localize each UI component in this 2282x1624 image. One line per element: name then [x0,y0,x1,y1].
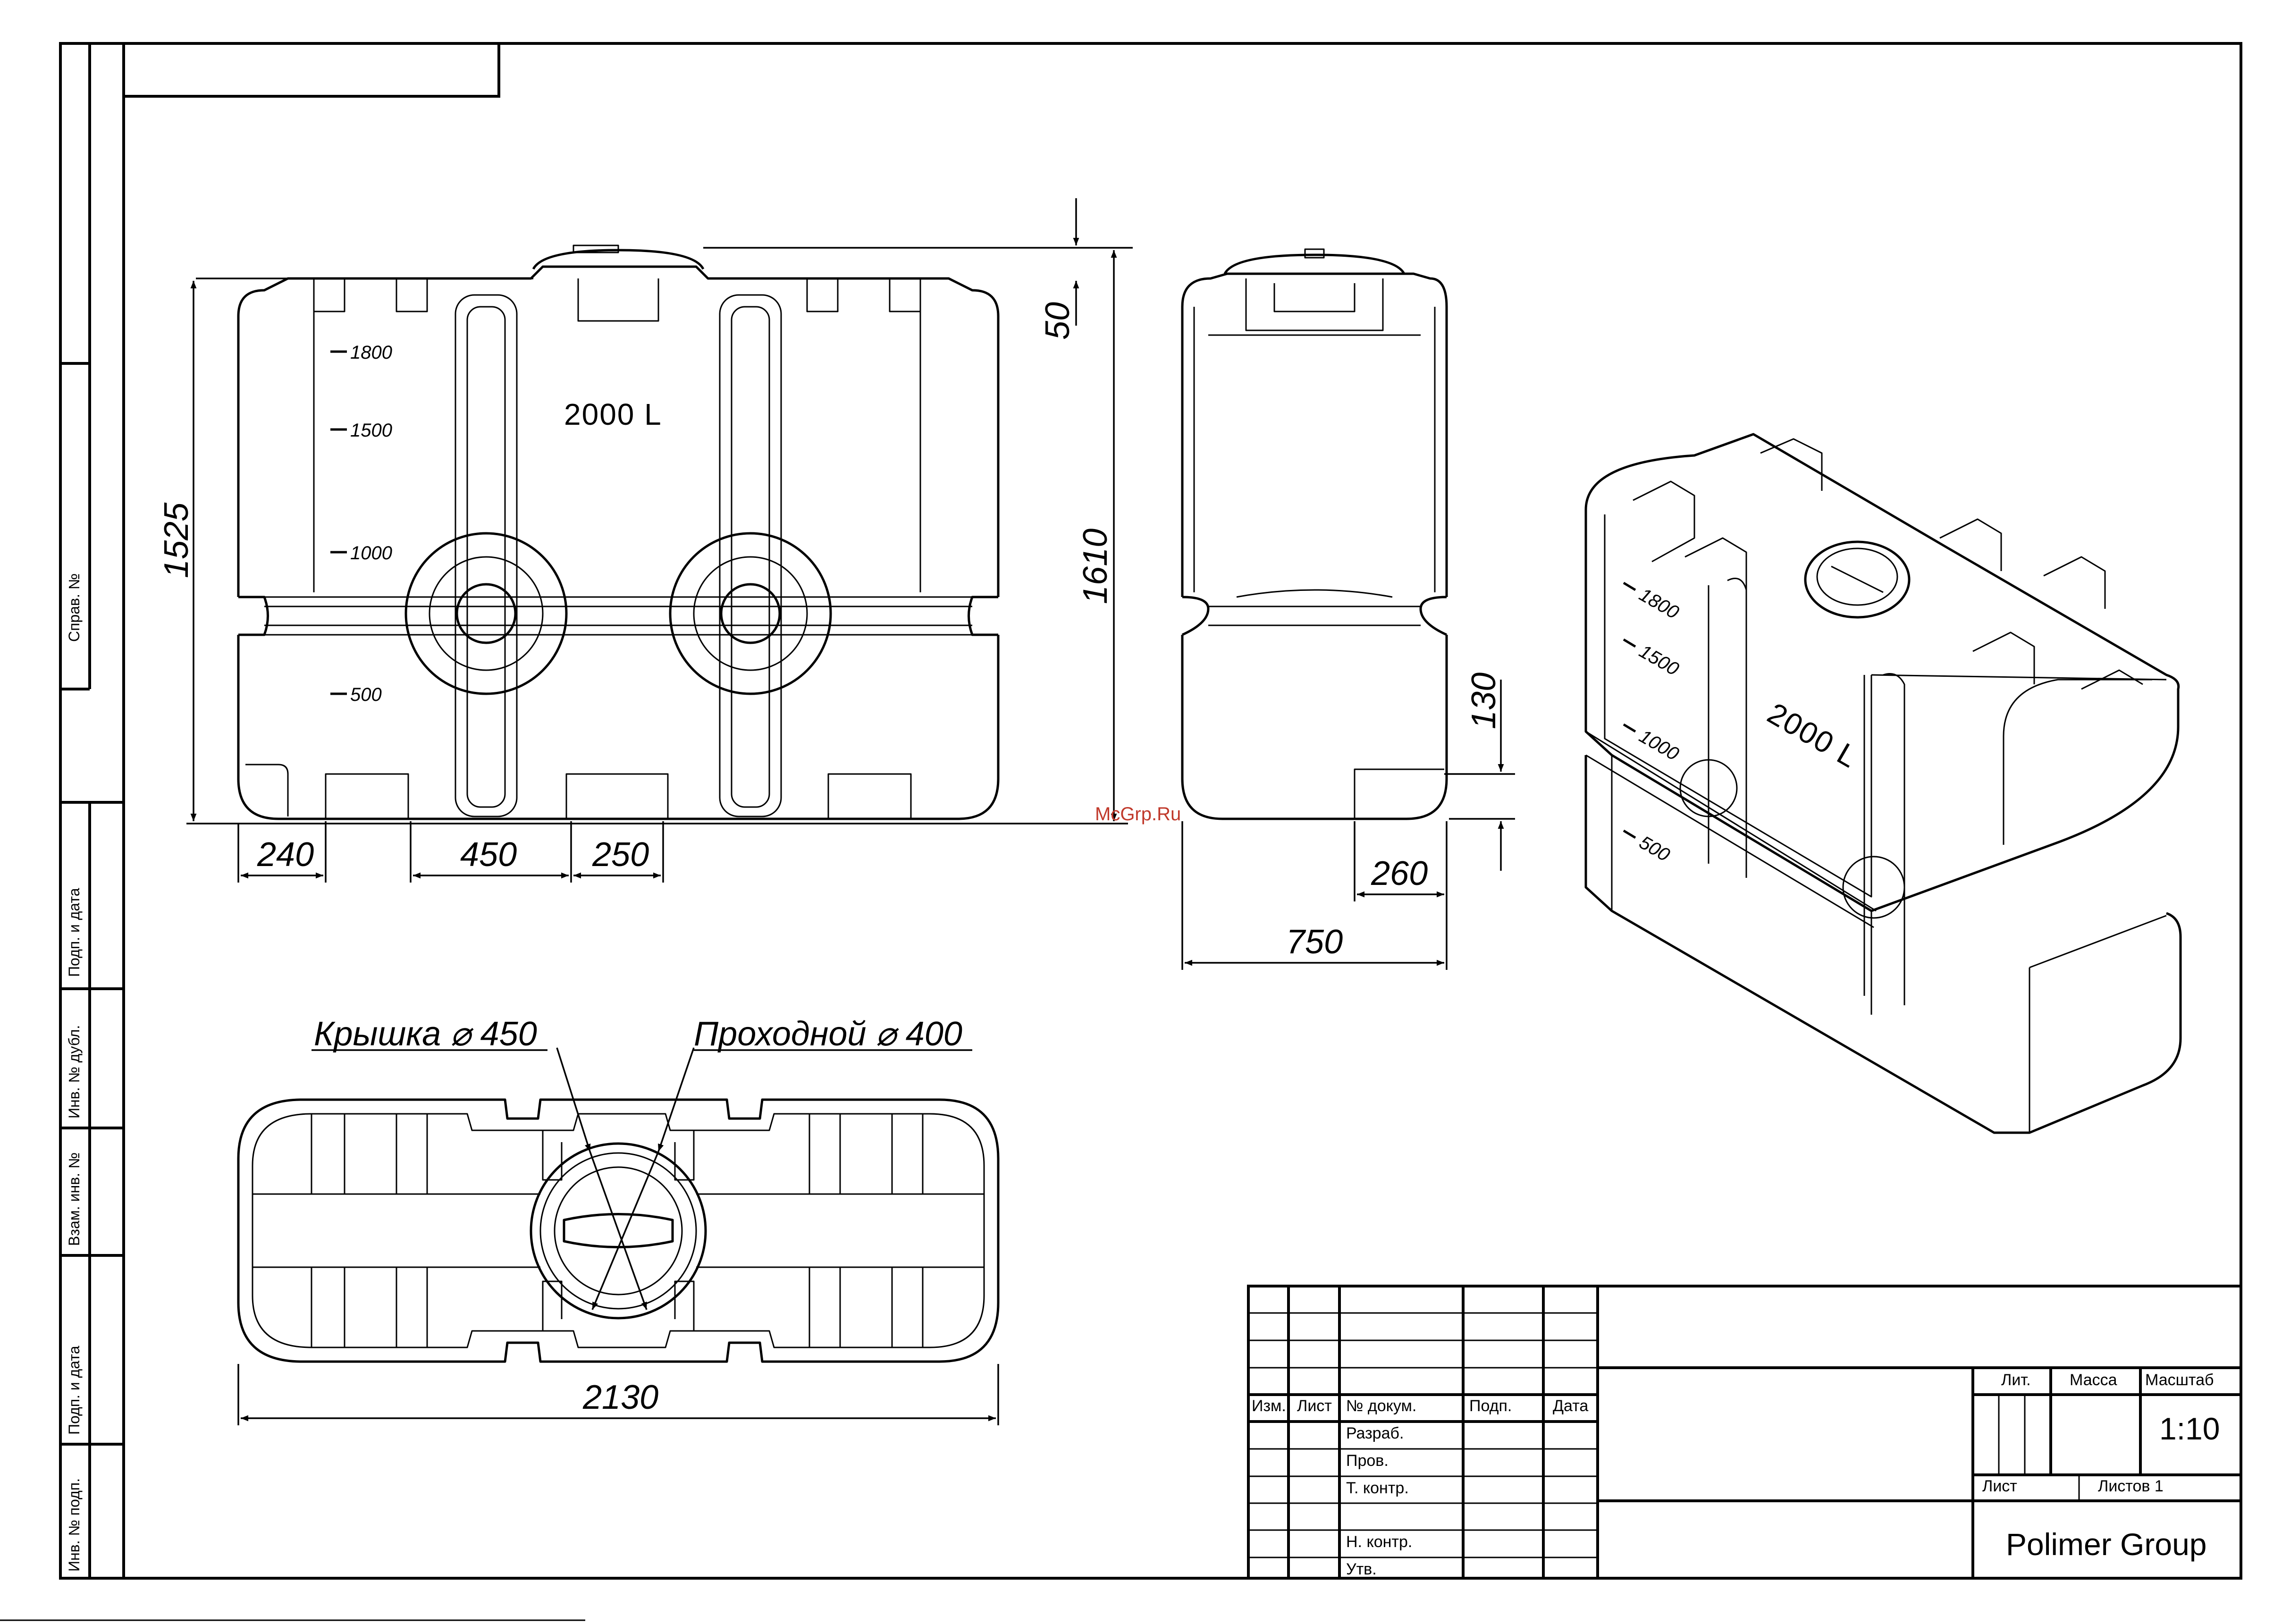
tb-company: Polimer Group [2006,1527,2207,1562]
tb-sheet-label: Лист [1982,1477,2017,1495]
side-label-podp-1: Подп. и дата [66,888,83,977]
side-label-vzam: Взам. инв. № [66,1153,83,1246]
side-label-inv-podp: Инв. № подп. [66,1478,83,1572]
dim-depth-750: 750 [1286,923,1343,961]
side-view-dimensions: 130 260 750 [1181,673,1515,970]
scale-mark-1500: 1500 [350,420,392,441]
callout-opening: Проходной ⌀ 400 [694,1015,962,1053]
front-volume-scale: 1800 1500 1000 500 [330,342,392,705]
tb-row-tkontr: Т. контр. [1346,1479,1409,1497]
tb-col-data: Дата [1553,1397,1588,1415]
callout-lid: Крышка ⌀ 450 [314,1015,537,1053]
iso-lid [1804,540,1911,619]
iso-scale-mark-1800: 1800 [1636,584,1683,623]
tb-row-prov: Пров. [1346,1452,1389,1470]
title-block: Изм. Лист № докум. Подп. Дата Разраб. Пр… [1247,1285,2242,1580]
side-label-sprav: Справ. № [66,573,83,642]
side-view [1181,248,1448,820]
isometric-view: 1800 1500 1000 500 2000 L [1584,433,2182,1134]
tb-lit-label: Лит. [2001,1371,2031,1389]
volume-label-front: 2000 L [564,397,662,431]
front-bosses [404,532,832,695]
iso-scale-mark-500: 500 [1636,832,1674,866]
tb-row-razrab: Разраб. [1346,1424,1404,1442]
drawing-frame [59,42,2242,1580]
dim-offset-240: 240 [257,836,314,874]
iso-top-notches [1633,438,2143,690]
iso-lower-body [1584,755,2182,1134]
iso-scale-mark-1500: 1500 [1636,641,1683,680]
front-vertical-ribs [455,294,782,817]
volume-label-iso: 2000 L [1762,696,1864,774]
top-rib-pockets [253,1114,984,1347]
tb-row-nkontr: Н. контр. [1346,1533,1412,1551]
scale-mark-1800: 1800 [350,342,392,363]
tb-col-dokum: № докум. [1346,1397,1416,1415]
front-view-dimensions: 1525 1610 50 240 450 250 [158,198,1133,883]
tb-mass-label: Масса [2070,1371,2117,1389]
side-label-inv-dubl: Инв. № дубл. [66,1025,83,1119]
front-lower-body [237,635,1000,820]
top-lid-outer [530,1142,707,1320]
watermark: McGrp.Ru [1095,804,1181,825]
side-lower-body [1181,635,1448,820]
dim-length-2130: 2130 [582,1379,658,1416]
dim-rib-450: 450 [460,836,517,874]
tb-col-izm: Изм. [1252,1397,1286,1415]
dim-leg-130: 130 [1465,673,1503,729]
top-view: Крышка ⌀ 450 Проходной ⌀ 400 2130 [237,1015,1000,1425]
tb-scale-value: 1:10 [2159,1411,2220,1446]
tb-sheets-label: Листов 1 [2098,1477,2164,1495]
iso-scale-mark-1000: 1000 [1636,726,1683,765]
tb-col-podp: Подп. [1469,1397,1512,1415]
dim-lid-50: 50 [1039,302,1077,340]
tb-row-utv: Утв. [1346,1560,1377,1578]
front-upper-body [237,265,1000,597]
dim-leg-260: 260 [1371,855,1428,892]
top-body-outline [237,1098,1000,1363]
tb-col-list: Лист [1297,1397,1332,1415]
iso-upper-body [1584,433,2180,912]
iso-volume-scale: 1800 1500 1000 500 [1623,581,1683,866]
tb-scale-label: Масштаб [2145,1371,2214,1389]
dim-height-1610: 1610 [1077,529,1114,604]
side-strip-labels: Справ. № Подп. и дата Инв. № дубл. Взам.… [66,573,83,1572]
scale-mark-500: 500 [350,684,382,705]
front-view: 1800 1500 1000 500 2000 L [237,244,1000,820]
top-opening [554,1166,683,1296]
dim-spacing-250: 250 [592,836,649,874]
front-bottom-notches [245,764,912,819]
side-upper-body [1181,272,1448,597]
front-top-notches [313,278,921,322]
side-lid [1223,253,1406,275]
scale-mark-1000: 1000 [350,543,392,564]
side-label-podp-2: Подп. и дата [66,1346,83,1435]
dim-height-1525: 1525 [158,502,195,578]
